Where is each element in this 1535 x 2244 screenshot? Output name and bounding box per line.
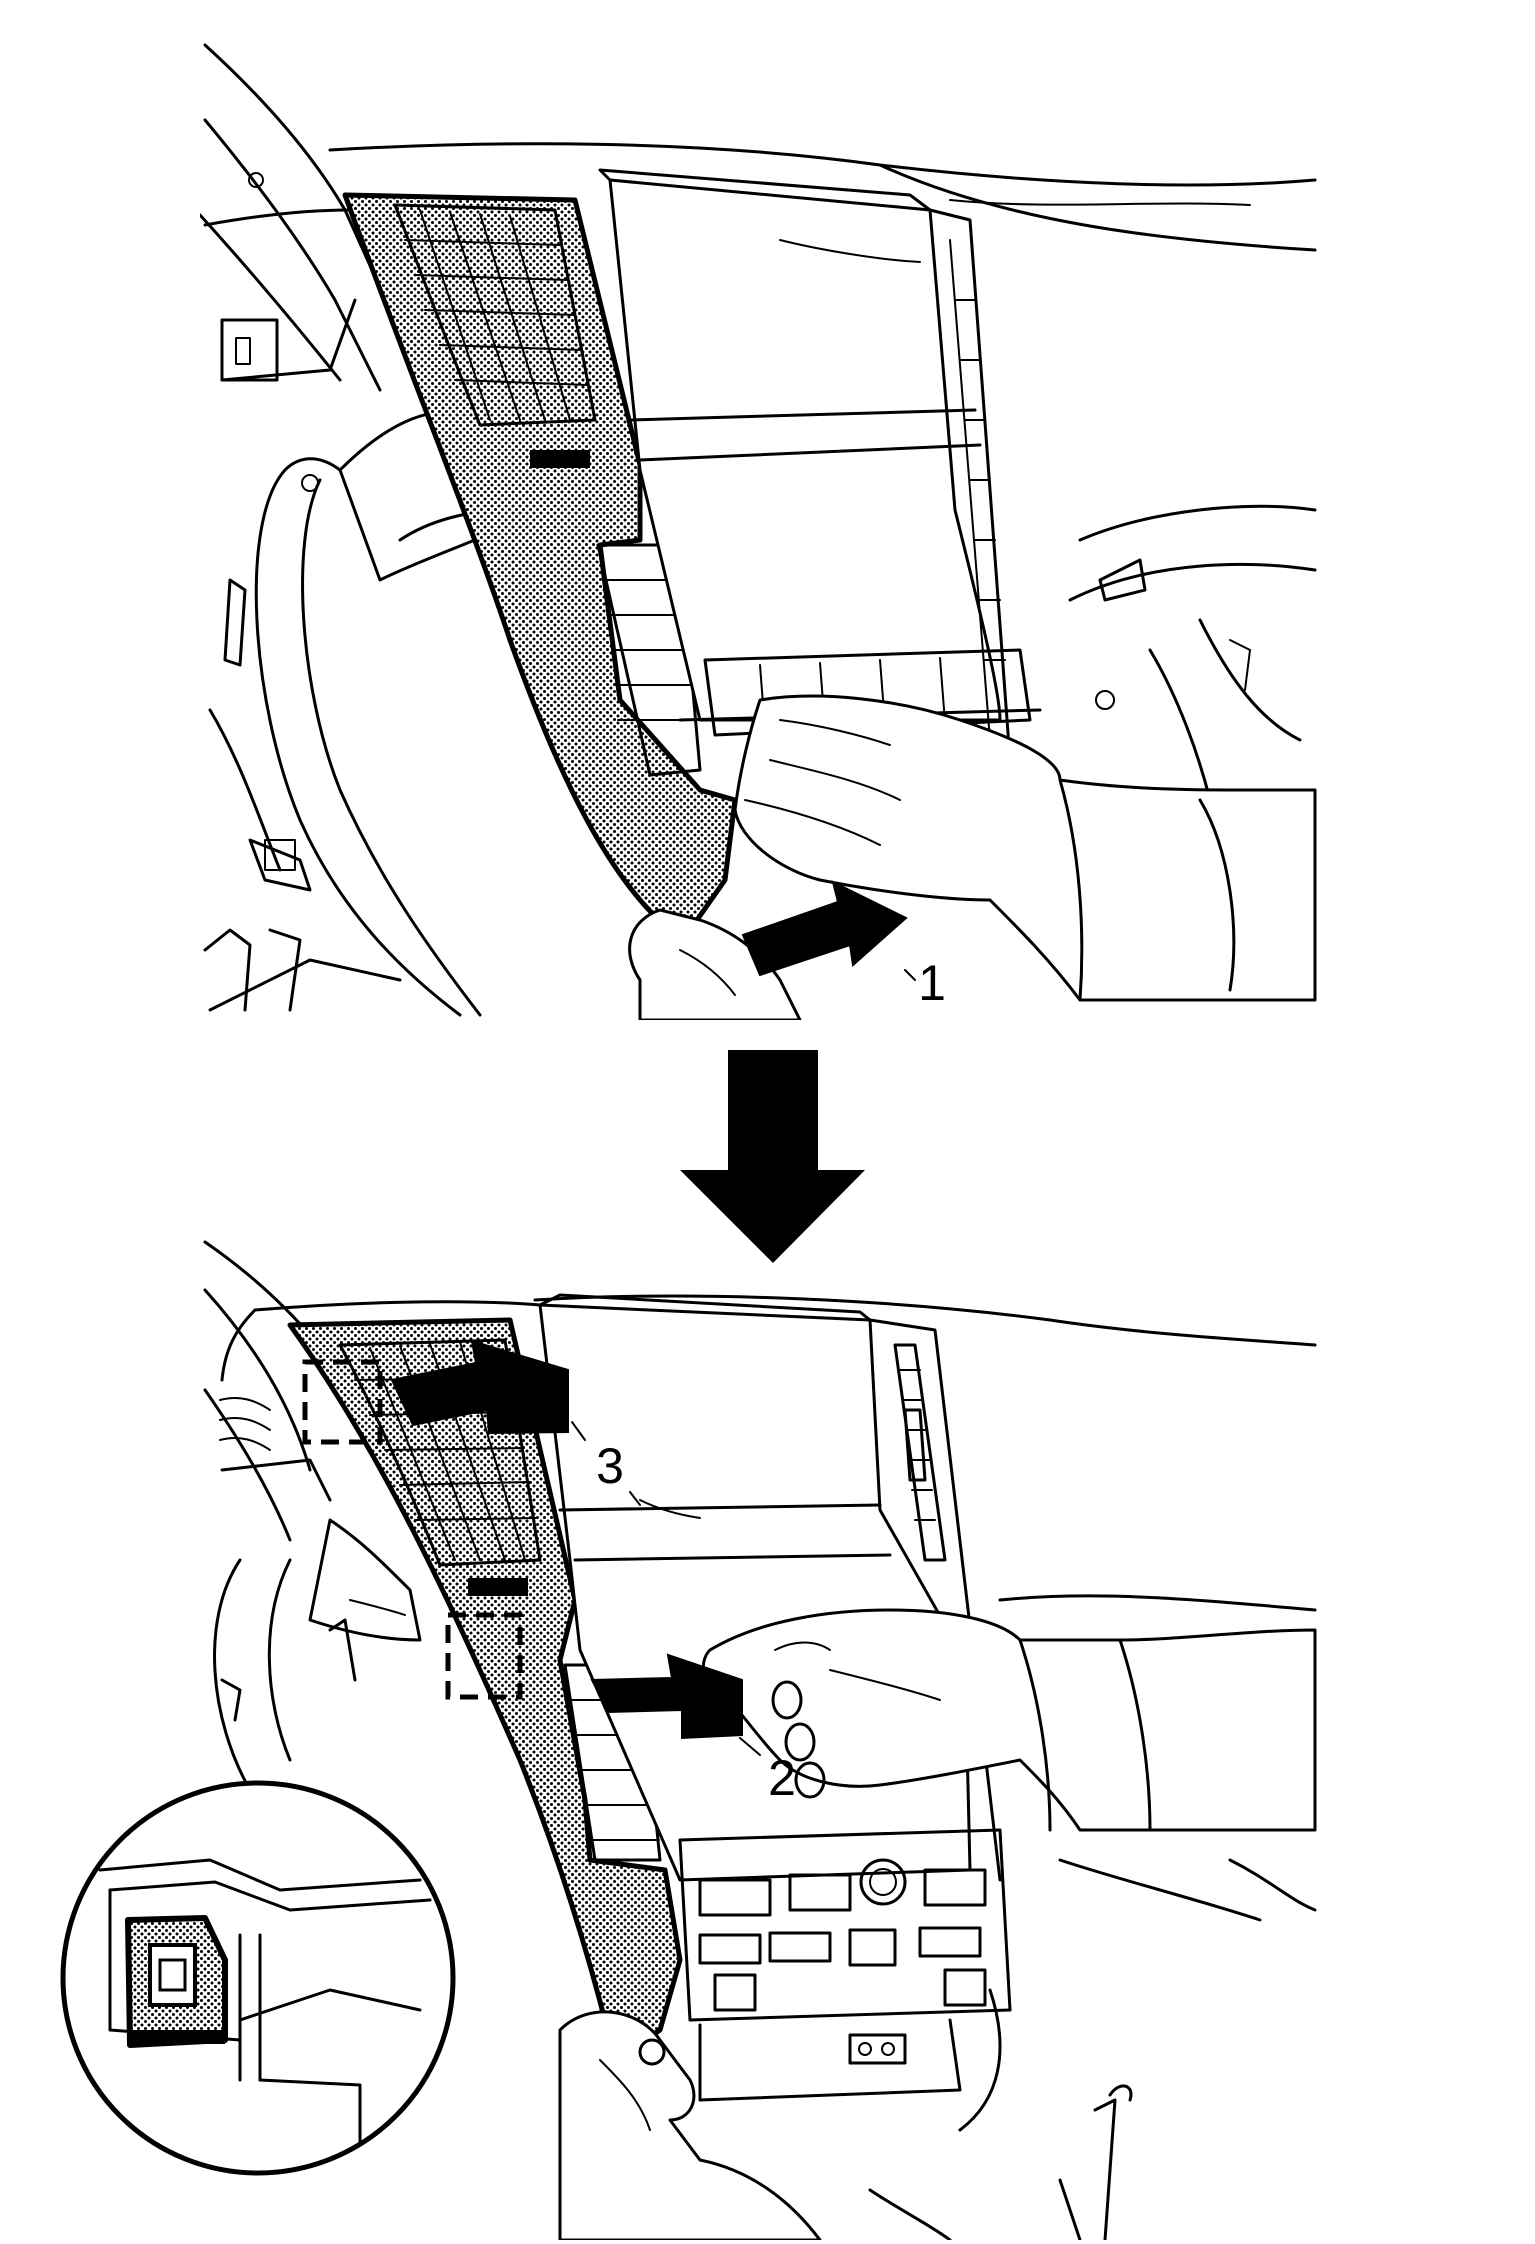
step-3-label: 3: [596, 1438, 624, 1494]
clip-location-lower: [445, 1612, 523, 1700]
arrow-1-icon: [741, 880, 908, 977]
clip-location-upper: [302, 1359, 383, 1445]
sequence-down-arrow-icon: [680, 1050, 865, 1263]
left-hand: [558, 2010, 822, 2240]
arrow-3-icon: [390, 1339, 569, 1435]
step-1-label: 1: [918, 955, 946, 1011]
right-hand: [733, 694, 1317, 1002]
side-vent-grille: [393, 203, 597, 468]
left-hand: [628, 908, 802, 1020]
bottom-panel: 2 3: [203, 1240, 1317, 2240]
audio-control-panel: [678, 1828, 1012, 2022]
arrow-2-icon: [590, 1653, 743, 1740]
hazard-switch-strip: [596, 543, 702, 777]
step-2-label: 2: [768, 1750, 796, 1806]
top-panel: 1: [200, 43, 1317, 1020]
clip-detail-magnifier-icon: [60, 1780, 456, 2176]
